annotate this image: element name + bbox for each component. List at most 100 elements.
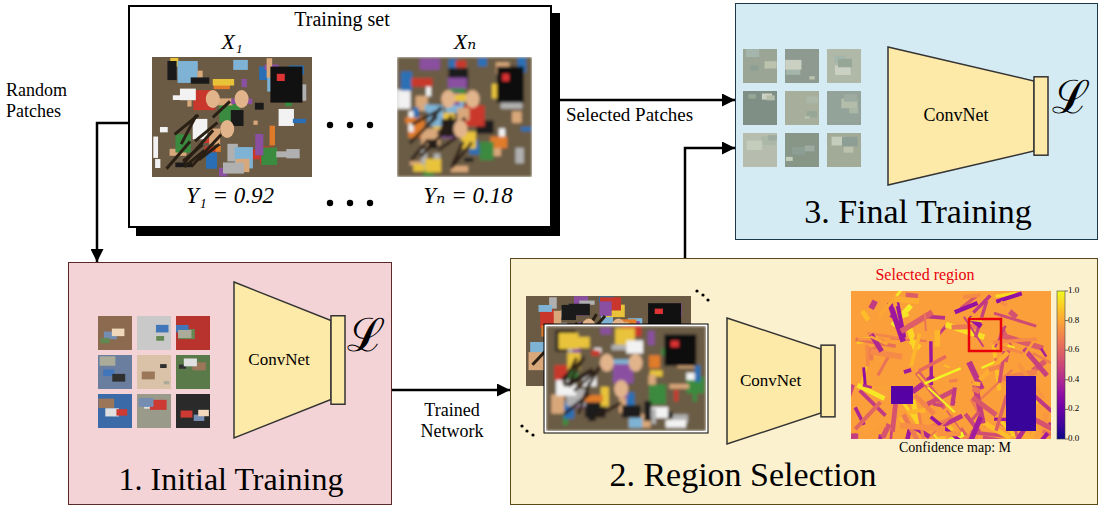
illustration-rect: [649, 355, 660, 368]
illustration-ellipse: [629, 354, 643, 372]
stage-box: 1. Initial TrainingConvNet: [68, 262, 392, 505]
illustration-rect: [187, 100, 191, 106]
illustration-ellipse: [235, 90, 249, 108]
illustration-rect: [1006, 376, 1036, 431]
illustration-rect: [978, 351, 1009, 382]
edge-label: Random Patches: [6, 80, 78, 121]
illustration-rect: [943, 364, 950, 368]
illustration-rect: [674, 390, 678, 402]
illustration-rect: [544, 324, 708, 433]
illustration-line: [184, 130, 213, 163]
illustration-rect: [1008, 309, 1018, 319]
illustration-rect: [397, 90, 410, 109]
illustration-rect: [750, 66, 758, 71]
illustration-rect: [101, 338, 110, 343]
illustration-circle: [367, 122, 373, 128]
illustration-g: [546, 326, 706, 431]
illustration-rect: [894, 296, 919, 304]
illustration-rect: [178, 329, 195, 339]
illustration-line: [564, 394, 590, 415]
colorbar-tick: 0.0: [1068, 433, 1079, 443]
dataset-box: Training setX₁XₙY₁ = 0.92Yₙ = 0.18: [128, 5, 552, 228]
variable-label: Xₙ: [454, 29, 476, 54]
illustration-rect: [827, 49, 861, 83]
illustration-rect: [397, 57, 532, 177]
illustration-line: [199, 144, 219, 160]
illustration-rect: [502, 74, 509, 81]
illustration-rect: [655, 309, 663, 314]
illustration-rect: [401, 71, 412, 90]
convnet-block: ConvNet: [726, 317, 836, 445]
block-label: ConvNet: [248, 350, 309, 370]
illustration-rect: [969, 319, 1001, 351]
illustration-line: [175, 115, 199, 134]
illustration-rect: [963, 316, 984, 347]
illustration-rect: [927, 386, 955, 413]
illustration-circle: [347, 122, 353, 128]
illustration-ellipse: [614, 380, 628, 398]
illustration-rect: [181, 411, 193, 418]
illustration-rect: [112, 374, 125, 382]
illustration-g: [397, 57, 532, 177]
illustration-rect: [664, 334, 696, 366]
illustration-rect: [996, 291, 1023, 303]
convnet-block: ConvNet: [233, 281, 346, 439]
colorbar-tick: 0.2: [1068, 403, 1079, 413]
illustration-rect: [184, 358, 197, 366]
illustration-rect: [804, 116, 809, 119]
illustration-rect: [420, 58, 440, 69]
illustration-rect: [972, 386, 981, 394]
illustration-rect: [868, 300, 877, 311]
illustration-ellipse: [441, 90, 455, 108]
illustration-rect: [907, 408, 925, 415]
score-label: Yₙ = 0.18: [423, 183, 512, 209]
illustration-rect: [891, 386, 913, 404]
illustration-g: [546, 326, 706, 431]
illustration-rect: [648, 331, 655, 345]
illustration-rect: [972, 381, 981, 386]
illustration-rect: [924, 313, 927, 331]
illustration-rect: [743, 133, 777, 167]
illustration-g: [397, 57, 532, 177]
illustration-rect: [600, 328, 611, 335]
illustration-rect: [213, 79, 234, 86]
illustration-rect: [98, 316, 132, 350]
illustration-rect: [538, 305, 551, 312]
illustration-rect: [870, 335, 888, 345]
illustration-rect: [253, 121, 257, 125]
illustration-rect: [865, 345, 869, 367]
illustration-rect: [233, 60, 248, 70]
illustration-rect: [805, 145, 815, 151]
colorbar-tick: 1.0: [1068, 285, 1079, 295]
illustration-rect: [137, 316, 171, 350]
illustration-rect: [651, 409, 656, 424]
variable-label: X₁: [221, 29, 242, 54]
illustration-rect: [591, 350, 600, 356]
illustration-rect: [863, 424, 887, 439]
illustration-rect: [785, 91, 819, 125]
illustration-rect: [1057, 291, 1065, 439]
illustration-rect: [512, 111, 522, 123]
illustration-line: [1065, 439, 1068, 440]
illustration-circle: [695, 289, 698, 292]
illustration-rect: [666, 420, 686, 428]
illustration-rect: [747, 141, 763, 150]
illustration-ellipse: [206, 90, 220, 108]
illustration-g: [851, 291, 1051, 439]
illustration-rect: [993, 337, 1037, 344]
illustration-rect: [164, 381, 170, 384]
illustration-ellipse: [600, 354, 614, 372]
illustration-circle: [706, 298, 709, 301]
illustration-rect: [950, 387, 957, 406]
illustration-rect: [153, 137, 158, 158]
illustration-rect: [644, 401, 651, 421]
illustration-rect: [895, 302, 906, 338]
illustration-rect: [764, 61, 776, 68]
illustration-circle: [327, 122, 333, 128]
illustration-rect: [413, 164, 424, 172]
illustration-rect: [999, 345, 1023, 354]
illustration-rect: [497, 67, 524, 103]
edge-label: Selected Patches: [566, 104, 693, 126]
illustration-rect: [743, 49, 777, 83]
illustration-rect: [137, 394, 171, 428]
